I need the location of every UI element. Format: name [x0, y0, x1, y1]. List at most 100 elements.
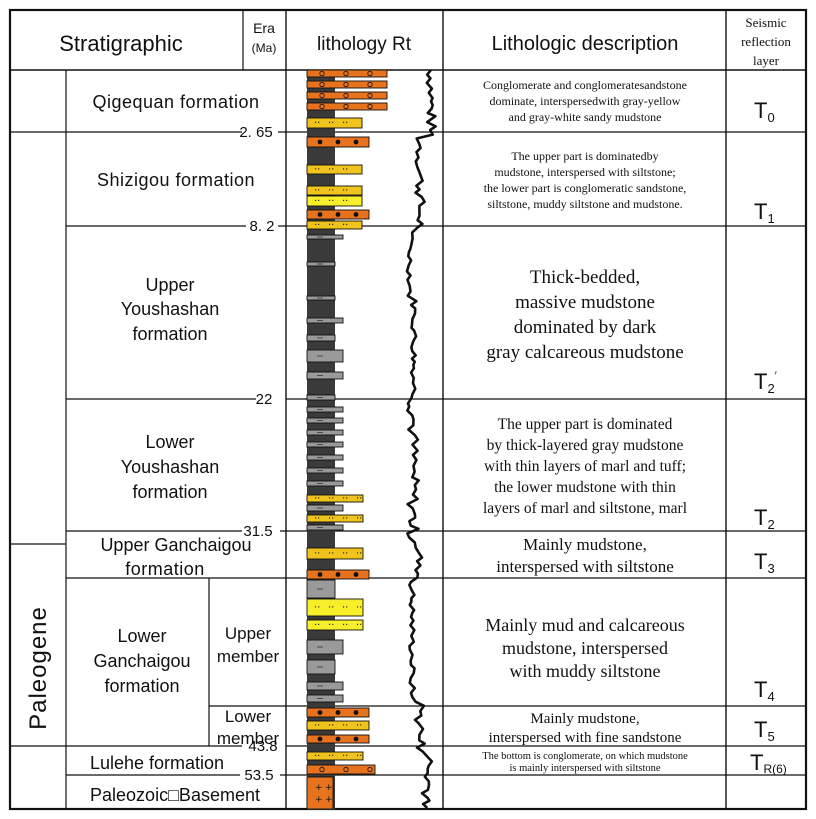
age-labels: 2. 65 8. 2 22 31.5 43.8 53.5	[239, 124, 277, 784]
mudstone-layer	[306, 467, 344, 474]
gravel-symbol	[367, 70, 373, 77]
seismic-layer: TR(6)	[750, 750, 787, 776]
lithologic-descriptions: Conglomerate and conglomeratesandstone d…	[482, 78, 688, 774]
description-line: with thin layers of marl and tuff;	[484, 458, 686, 475]
formation-names: Qigequan formation Shizigou formation Up…	[90, 92, 260, 805]
sand-symbol: ··	[314, 721, 320, 732]
sand-symbol: ··	[342, 751, 348, 762]
formation-paleozoic-basement: Paleozoic□Basement	[90, 785, 260, 805]
sand-symbol: ··	[328, 751, 334, 762]
sand-symbol: ··	[356, 603, 362, 614]
sandstone-layer	[306, 494, 364, 503]
sand-symbol: ··	[328, 603, 334, 614]
description-line: interspersed with siltstone	[496, 557, 674, 576]
formation-lower-ganchaigou-3: formation	[104, 676, 179, 696]
sand-symbol: ··	[328, 494, 334, 505]
description-line: Mainly mud and calcareous	[485, 615, 684, 635]
pebble-symbol	[335, 736, 341, 742]
description-line: Thick-bedded,	[530, 267, 640, 288]
gravel-symbol	[367, 103, 373, 110]
formation-upper-youshashan-1: Upper	[145, 275, 194, 295]
mudstone-layer	[306, 639, 344, 655]
description-line: is mainly interspersed with siltstone	[509, 763, 660, 774]
description-line: with muddy siltstone	[509, 661, 660, 681]
sand-symbol: ··	[328, 514, 334, 525]
gravel-symbol	[343, 103, 349, 110]
formation-upper-ganchaigou-1: Upper Ganchaigou	[100, 535, 251, 555]
member-labels: Upper member Lower member	[217, 624, 280, 748]
pebble-symbol	[335, 572, 341, 577]
sand-symbol: ··	[356, 514, 362, 525]
cross-symbol: +	[315, 783, 323, 793]
pebble-symbol	[317, 139, 323, 145]
gravel-symbol	[367, 92, 373, 99]
mudstone-layer	[306, 454, 344, 461]
formation-lower-youshashan-2: Youshashan	[121, 457, 219, 477]
sand-symbol: ··	[328, 549, 334, 560]
formation-upper-youshashan-2: Youshashan	[121, 299, 219, 319]
sand-symbol: ··	[314, 196, 320, 207]
gravel-symbol	[343, 70, 349, 77]
member-lower-2: member	[217, 729, 280, 748]
basement-layer	[306, 776, 334, 810]
header-stratigraphic: Stratigraphic	[59, 31, 183, 56]
member-lower-1: Lower	[225, 707, 272, 726]
formation-shizigou: Shizigou formation	[97, 170, 255, 190]
sand-symbol: ··	[342, 220, 348, 231]
description-line: mudstone, interspersed with siltstone;	[494, 165, 675, 179]
age-label: 53.5	[244, 767, 273, 784]
mudstone-layer	[306, 429, 344, 436]
sand-symbol: ··	[314, 186, 320, 197]
sand-symbol: ··	[328, 196, 334, 207]
sand-symbol: ··	[314, 603, 320, 614]
description-line: Mainly mudstone,	[530, 711, 639, 727]
age-label: 2. 65	[239, 124, 272, 141]
description-line: and gray-white sandy mudstone	[509, 110, 662, 124]
formation-upper-youshashan-3: formation	[132, 324, 207, 344]
sand-symbol: ··	[328, 220, 334, 231]
conglomerate-layer	[306, 80, 388, 89]
sand-symbol: ··	[342, 620, 348, 631]
column-headers: Stratigraphic Era (Ma) lithology Rt Lith…	[59, 15, 791, 68]
member-upper-2: member	[217, 647, 280, 666]
description-line: the lower part is conglomeratic sandston…	[484, 181, 687, 195]
conglomerate-layer	[306, 91, 388, 100]
seismic-layers: T0 T1 T2′ T2 T3 T4 T5 TR(6)	[750, 98, 787, 776]
description-line: mudstone, interspersed	[502, 638, 668, 658]
mudstone-layer	[306, 417, 344, 424]
description-line: siltstone, muddy siltstone and mudstone.	[487, 197, 682, 211]
gravel-symbol	[319, 92, 325, 99]
header-seismic-2: reflection	[741, 34, 791, 49]
gravel-symbol	[319, 81, 325, 88]
mudstone-layer	[306, 480, 344, 487]
sand-symbol: ··	[342, 165, 348, 176]
header-era-unit: (Ma)	[252, 41, 277, 55]
sandstone-layer	[306, 117, 363, 129]
sandstone-layer	[306, 185, 363, 196]
sand-symbol: ··	[342, 186, 348, 197]
sandstone-layer	[306, 514, 364, 523]
table-grid	[8, 8, 808, 811]
description-line: Conglomerate and conglomeratesandstone	[483, 78, 687, 92]
seismic-layer: T3	[754, 549, 775, 576]
mudstone-layer	[306, 524, 344, 531]
formation-qigequan: Qigequan formation	[92, 92, 259, 112]
description-line: dominate, interspersedwith gray-yellow	[490, 94, 681, 108]
lithology-column: ········································…	[306, 69, 388, 810]
cross-symbol: +	[325, 783, 333, 793]
description-line: layers of marl and siltstone, marl	[483, 500, 687, 517]
sand-symbol: ··	[328, 721, 334, 732]
formation-lower-youshashan-1: Lower	[145, 432, 194, 452]
mudstone-layer	[306, 694, 344, 703]
rt-log-curve	[405, 69, 437, 809]
header-era: Era	[253, 20, 275, 36]
sandstone-layer	[306, 547, 364, 560]
pebble-symbol	[317, 572, 323, 577]
sand-symbol: ··	[356, 751, 362, 762]
conglomerate-layer	[306, 69, 388, 78]
cross-symbol: +	[315, 795, 323, 805]
sand-symbol: ··	[328, 186, 334, 197]
pebble-symbol	[353, 710, 359, 715]
formation-lower-youshashan-3: formation	[132, 482, 207, 502]
